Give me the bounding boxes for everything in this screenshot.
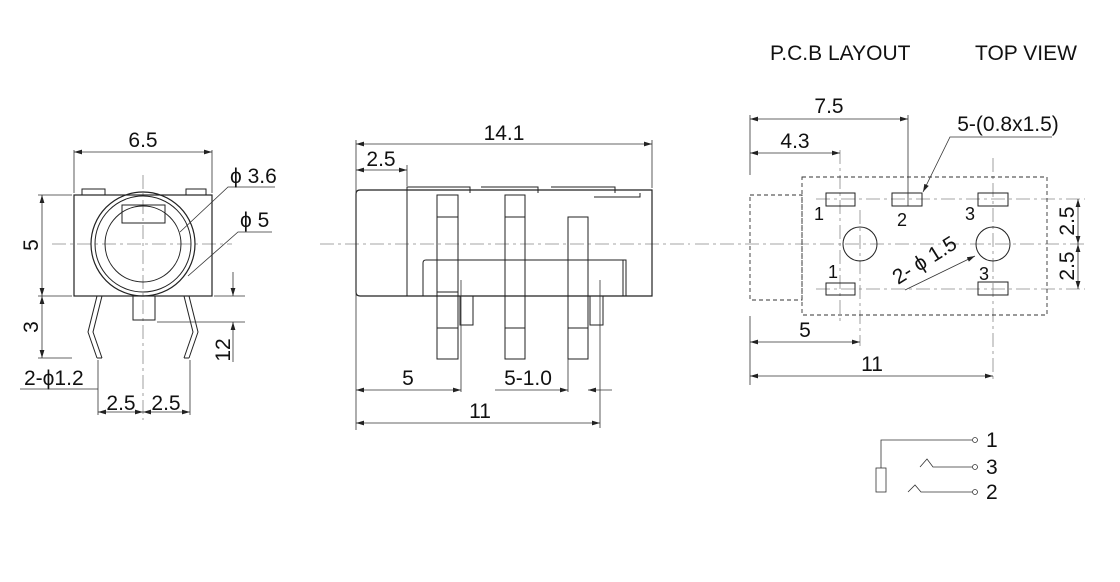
pad-2 (891, 192, 923, 207)
dim-pitch-left: 2.5 (106, 392, 135, 415)
dim-vert-top: 2.5 (1056, 206, 1079, 235)
front-view: 6.5 5 3 12 2-ϕ1.2 2.5 2.5 ϕ 3.6 ϕ 5 (20, 129, 277, 420)
schematic-pin-label: 2 (986, 481, 998, 504)
pcb-layout: 1 2 3 1 3 7.5 4.3 5 11 5-(0.8x1.5) 2- ϕ … (695, 95, 1085, 385)
dim-pin-span: 11 (469, 400, 491, 423)
hole-right (975, 226, 1011, 262)
dim-vert-bottom: 2.5 (1056, 251, 1079, 280)
dim-leg-hole: 2-ϕ1.2 (24, 367, 84, 390)
dim-4-3: 4.3 (780, 130, 809, 153)
dim-front-length: 2.5 (366, 148, 395, 171)
top-view-title: TOP VIEW (975, 42, 1077, 65)
pad-3-top (977, 192, 1009, 207)
pad-label: 3 (979, 264, 989, 284)
pad-label: 1 (814, 204, 824, 224)
pad-label: 1 (828, 262, 838, 282)
dim-height: 5 (20, 239, 43, 251)
dim-width: 6.5 (128, 129, 157, 152)
hole-left (842, 226, 878, 262)
pad-label: 3 (965, 204, 975, 224)
schematic: 1 3 2 (875, 429, 998, 504)
dim-pin-length: 12 (212, 338, 235, 361)
schematic-pin-label: 3 (986, 456, 998, 479)
dim-5: 5 (799, 319, 811, 342)
dim-leg-length: 3 (20, 321, 43, 333)
dim-pin-offset: 5 (402, 367, 414, 390)
dim-pitch-right: 2.5 (151, 392, 180, 415)
dim-11: 11 (861, 353, 883, 376)
dim-pin-width: 5-1.0 (504, 367, 552, 390)
dim-outer-diameter: ϕ 5 (240, 209, 269, 232)
pcb-layout-title: P.C.B LAYOUT (770, 42, 911, 65)
pad-1-bottom (825, 282, 856, 296)
pad-1-top (825, 192, 856, 207)
schematic-pin-label: 1 (986, 429, 998, 452)
dim-inner-diameter: ϕ 3.6 (230, 165, 277, 188)
dim-7-5: 7.5 (814, 95, 843, 118)
pad-3-bottom (977, 281, 1009, 296)
side-view: 14.1 2.5 5 5-1.0 11 (320, 122, 690, 430)
pad-label: 2 (897, 210, 907, 230)
dim-length: 14.1 (484, 122, 525, 145)
pad-spec: 5-(0.8x1.5) (957, 113, 1059, 136)
